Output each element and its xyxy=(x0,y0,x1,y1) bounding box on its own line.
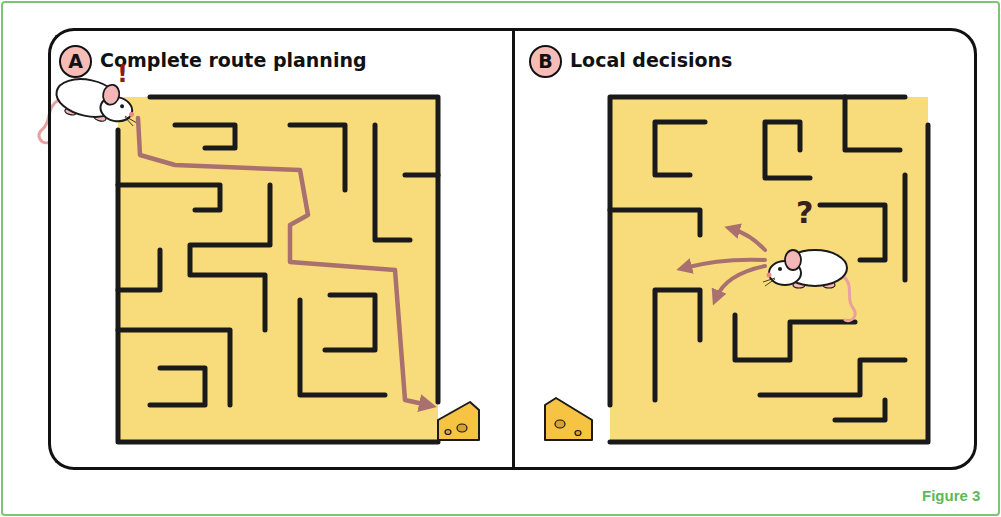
maze-wall xyxy=(655,290,700,400)
maze-walls xyxy=(610,97,928,442)
maze-wall xyxy=(325,295,375,350)
question-mark: ? xyxy=(796,198,813,228)
maze-wall xyxy=(118,185,220,210)
maze-wall xyxy=(655,122,705,175)
maze-wall xyxy=(150,368,205,405)
cheese xyxy=(545,398,592,440)
maze-wall xyxy=(903,175,908,280)
exclamation-mark: ! xyxy=(117,62,128,86)
maze-wall xyxy=(300,300,385,395)
maze-wall xyxy=(375,125,410,240)
panel-letter: B xyxy=(538,50,552,73)
cheese xyxy=(438,402,479,440)
maze-outer-wall xyxy=(610,97,928,442)
maze-floor xyxy=(610,97,928,442)
maze-wall xyxy=(190,185,270,330)
maze-wall xyxy=(760,360,905,395)
mouse-eye xyxy=(778,267,782,271)
maze-outer-wall xyxy=(118,97,438,442)
figure-caption: Figure 3 xyxy=(922,488,980,503)
maze-wall xyxy=(610,210,700,235)
maze-wall xyxy=(290,125,345,190)
panel-heading: Complete route planning xyxy=(100,49,500,72)
maze-walls xyxy=(118,97,438,442)
mouse-whiskers xyxy=(763,278,775,286)
maze-wall xyxy=(835,400,885,420)
maze-floor xyxy=(118,97,438,442)
choice-arrow xyxy=(716,266,765,298)
maze-wall xyxy=(118,250,160,290)
planned-route-arrow xyxy=(138,118,428,405)
choice-arrow xyxy=(684,260,765,268)
cheese-wedge xyxy=(438,402,479,440)
mouse-whiskers xyxy=(123,116,136,126)
cheese-hole xyxy=(457,424,467,432)
cheese-hole xyxy=(445,430,451,435)
panel-heading: Local decisions xyxy=(570,49,970,72)
cheese-hole xyxy=(555,420,565,428)
maze-wall xyxy=(118,330,230,405)
mouse-ear xyxy=(785,250,801,270)
mouse xyxy=(763,250,855,321)
maze-wall xyxy=(735,315,855,360)
mouse-ear xyxy=(101,83,121,106)
mouse-nose xyxy=(767,273,772,278)
mouse-eye xyxy=(120,104,125,109)
choice-arrow xyxy=(732,229,765,250)
panel-letter: A xyxy=(68,50,83,73)
cheese-hole xyxy=(575,431,581,436)
choice-arrows xyxy=(684,229,765,298)
maze-wall xyxy=(405,173,438,178)
cheese-wedge xyxy=(545,398,592,440)
mouse-nose xyxy=(129,111,135,117)
maze-wall xyxy=(175,125,235,148)
panel-frame: Local decisions B xyxy=(512,28,977,470)
maze-wall xyxy=(765,122,810,178)
panel-letter-badge: A xyxy=(59,45,92,78)
panel-letter-badge: B xyxy=(529,45,562,78)
mouse-tail xyxy=(843,276,855,321)
panel-frame: Complete route planning A xyxy=(48,28,514,470)
maze-wall xyxy=(845,97,900,150)
